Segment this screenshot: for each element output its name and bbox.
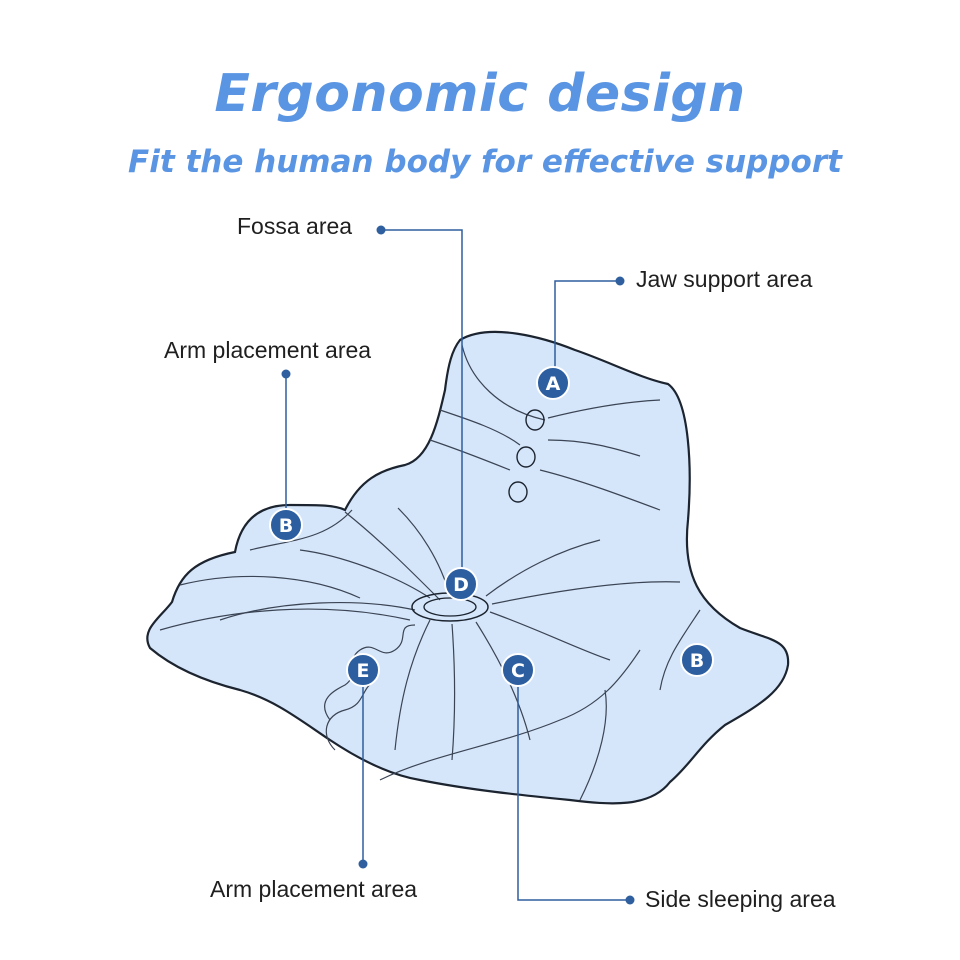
dot-side-sleeping bbox=[625, 895, 635, 905]
label-arm-placement-top: Arm placement area bbox=[164, 337, 372, 363]
badge-b-left: B bbox=[269, 508, 303, 542]
pillow-contour-lines bbox=[159, 344, 701, 801]
dot-jaw bbox=[615, 276, 625, 286]
badge-b-left-letter: B bbox=[279, 515, 293, 537]
badge-b-right-letter: B bbox=[690, 650, 704, 672]
badge-a-letter: A bbox=[546, 373, 561, 395]
badge-e-letter: E bbox=[357, 660, 370, 682]
dot-fossa bbox=[376, 225, 386, 235]
leader-dots bbox=[281, 225, 635, 905]
label-side-sleeping-area: Side sleeping area bbox=[645, 886, 836, 912]
leader-fossa bbox=[381, 229, 463, 568]
jaw-hole-2 bbox=[516, 446, 536, 468]
label-fossa-area: Fossa area bbox=[237, 213, 353, 239]
badge-c-letter: C bbox=[511, 660, 525, 682]
leader-jaw bbox=[554, 280, 620, 368]
label-jaw-support-area: Jaw support area bbox=[636, 266, 813, 292]
leader-side-sleeping bbox=[517, 686, 630, 901]
pillow-outline bbox=[146, 330, 790, 805]
badge-a: A bbox=[536, 366, 570, 400]
dot-arm-top bbox=[281, 369, 291, 379]
leader-lines bbox=[285, 229, 630, 901]
fossa-inner-ring bbox=[423, 597, 477, 617]
badge-d-letter: D bbox=[453, 574, 469, 596]
badge-c: C bbox=[501, 653, 535, 687]
jaw-hole-3 bbox=[508, 481, 528, 503]
jaw-hole-1 bbox=[525, 409, 545, 431]
dot-arm-bottom bbox=[358, 859, 368, 869]
badge-d: D bbox=[444, 567, 478, 601]
badge-b-right: B bbox=[680, 643, 714, 677]
label-arm-placement-bottom: Arm placement area bbox=[210, 876, 418, 902]
page-subtitle: Fit the human body for effective support bbox=[128, 144, 842, 180]
page-title: Ergonomic design bbox=[214, 64, 746, 124]
badge-e: E bbox=[346, 653, 380, 687]
